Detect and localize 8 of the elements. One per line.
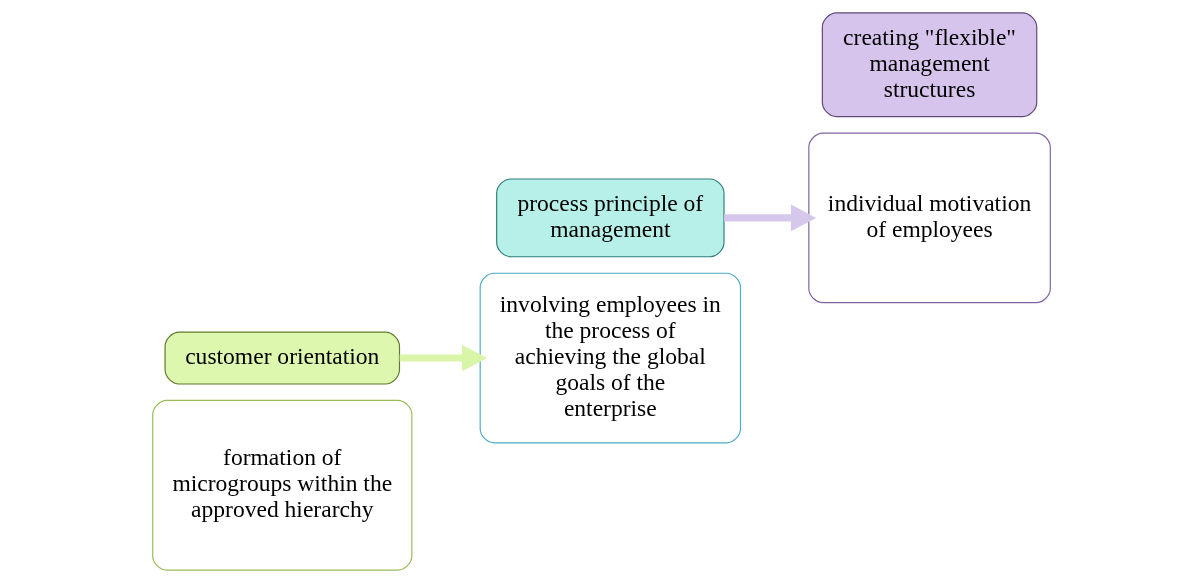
node-box: individual motivation of employees	[808, 132, 1051, 304]
arrow	[724, 204, 817, 232]
arrow	[399, 344, 488, 372]
node-box: creating "flexible" management structures	[821, 12, 1038, 118]
node-box: process principle of management	[496, 178, 725, 258]
node-box: involving employees in the process of achieving the global goals of the enterprise	[479, 272, 742, 444]
node-box: customer orientation	[164, 331, 401, 385]
node-box: formation of microgroups within the approved hierarchy	[152, 399, 413, 571]
